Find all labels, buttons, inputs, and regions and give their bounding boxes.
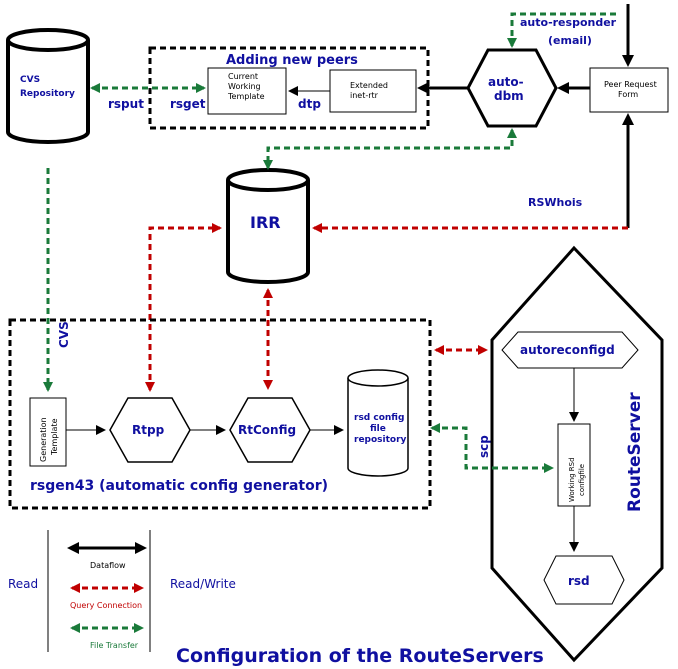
- rsd-label: rsd: [568, 574, 590, 588]
- peer-request-form-box: [589, 67, 669, 113]
- cvs-repository-cylinder: CVS Repository: [6, 28, 90, 144]
- adding-new-peers-label: Adding new peers: [226, 53, 358, 68]
- rsd-config-repo-line3: repository: [354, 435, 407, 445]
- working-rsd-config-line2: configfile: [578, 464, 586, 496]
- rtpp-irr-query: [145, 223, 222, 392]
- auto-responder-label-line2: (email): [548, 34, 592, 47]
- legend-dataflow-label: Dataflow: [90, 561, 126, 570]
- routeserver-label: RouteServer: [625, 392, 645, 512]
- extended-irrtr-box: [329, 69, 417, 113]
- legend-read-label: Read: [8, 577, 38, 591]
- peer-request-form-line2: Form: [618, 90, 638, 99]
- current-working-template-box: [207, 67, 287, 115]
- auto-responder-email-transfer: [507, 12, 620, 48]
- auto-dbm-line2: dbm: [494, 89, 524, 103]
- cvs-repository-label-line2: Repository: [20, 89, 75, 99]
- irr-label: IRR: [250, 213, 281, 232]
- scp-transfer: [430, 423, 554, 473]
- generation-template-line2: Template: [50, 418, 59, 456]
- working-rsd-config-box: [557, 423, 591, 507]
- current-working-template-line2: Working: [228, 82, 261, 91]
- generation-template-line1: Generation: [39, 417, 48, 462]
- auto-responder-label-line1: auto-responder: [520, 16, 617, 29]
- extended-irrtr-line2: inet-rtr: [350, 91, 379, 100]
- rtconfig-hexagon: [229, 397, 311, 463]
- peer-request-form-line1: Peer Request: [604, 80, 657, 89]
- scp-label: scp: [477, 435, 491, 458]
- rsd-hexagon: [543, 555, 625, 605]
- cvs-label: CVS: [57, 321, 71, 348]
- generation-template-box: [29, 397, 67, 467]
- rsgen43-label: rsgen43 (automatic config generator): [30, 478, 328, 494]
- legend-query-label: Query Connection: [70, 601, 142, 610]
- autoreconfigd-label: autoreconfigd: [520, 343, 615, 357]
- rsd-config-repository-cylinder: rsd config file repository: [347, 369, 409, 477]
- legend-readwrite-label: Read/Write: [170, 577, 236, 591]
- rsd-config-repo-line1: rsd config: [354, 413, 404, 423]
- current-working-template-line1: Current: [228, 72, 258, 81]
- autodbm-irr-transfer: [263, 128, 517, 170]
- diagram-title: Configuration of the RouteServers: [176, 645, 544, 667]
- rsd-config-repo-line2: file: [370, 424, 386, 434]
- working-rsd-config-line1: Working RSd: [568, 457, 576, 502]
- rswhois-label: RSWhois: [528, 196, 583, 209]
- irr-cylinder: IRR: [226, 168, 310, 284]
- rtconfig-label: RtConfig: [238, 423, 296, 437]
- extended-irrtr-line1: Extended: [350, 81, 388, 90]
- rsgen43-box: [8, 318, 432, 510]
- legend-filetransfer-label: File Transfer: [90, 641, 139, 650]
- rtpp-hexagon: [109, 397, 191, 463]
- rtpp-label: Rtpp: [132, 423, 165, 437]
- auto-dbm-line1: auto-: [488, 75, 524, 89]
- rsget-label: rsget: [170, 97, 206, 111]
- autoreconfigd-hexagon: [501, 331, 639, 369]
- dtp-label: dtp: [298, 97, 321, 111]
- rsput-label: rsput: [108, 97, 144, 111]
- current-working-template-line3: Template: [227, 92, 265, 101]
- cvs-repository-label-line1: CVS: [20, 75, 40, 85]
